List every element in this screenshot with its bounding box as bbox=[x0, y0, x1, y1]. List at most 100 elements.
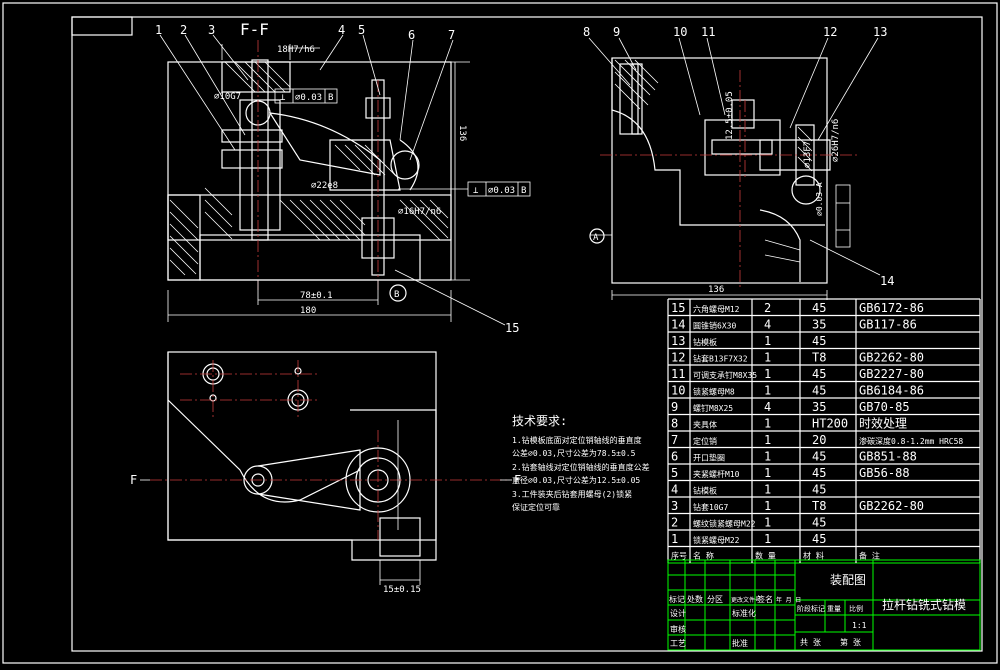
datum-b-circle bbox=[389, 284, 407, 302]
tech-line-1: 1.钻模板底面对定位销轴线的垂直度 bbox=[512, 435, 642, 445]
tech-line-3: 2.钻套轴线对定位销轴线的垂直度公差 bbox=[512, 462, 650, 472]
callout-5: 5 bbox=[358, 23, 365, 37]
front-section-view bbox=[159, 34, 531, 326]
datum-b: B bbox=[394, 290, 399, 300]
callout-12: 12 bbox=[823, 25, 837, 39]
bom-cell-qty: 2 bbox=[764, 301, 771, 315]
part-title: 拉杆钻铣式钻模 bbox=[882, 597, 966, 612]
bom-cell-name: 开口垫圈 bbox=[693, 453, 725, 463]
bom-cell-mat: 45 bbox=[812, 334, 826, 348]
bom-cell-no: 13 bbox=[671, 334, 685, 348]
bom-cell-no: 5 bbox=[671, 466, 678, 480]
bom-header-no: 序号 bbox=[671, 551, 687, 561]
dim-fit-top: 18H7/h6 bbox=[277, 45, 315, 55]
bom-cell-mat: 45 bbox=[812, 516, 826, 530]
bom-cell-std: GB2262-80 bbox=[859, 499, 924, 513]
tb-role-process: 工艺 bbox=[670, 639, 686, 648]
bom-cell-qty: 1 bbox=[764, 499, 771, 513]
bom-cell-std: GB2262-80 bbox=[859, 351, 924, 365]
bom-cell-qty: 1 bbox=[764, 433, 771, 447]
bom-cell-name: 钻模板 bbox=[693, 337, 717, 347]
side-view bbox=[588, 37, 881, 300]
bom-cell-qty: 1 bbox=[764, 532, 771, 546]
drawing-name: 装配图 bbox=[830, 573, 866, 587]
drawing-frame bbox=[71, 16, 983, 652]
dim-dia16: ⌀16H7/n6 bbox=[398, 207, 441, 217]
callout-11: 11 bbox=[701, 25, 715, 39]
bom-cell-name: 钻模板 bbox=[693, 486, 717, 496]
bom-cell-name: 圆锥销6X30 bbox=[693, 321, 736, 331]
bom-cell-qty: 1 bbox=[764, 367, 771, 381]
bom-cell-mat: 45 bbox=[812, 466, 826, 480]
dim-side-125: 12.5±0.05 bbox=[725, 91, 735, 140]
bom-cell-no: 4 bbox=[671, 483, 678, 497]
bom-cell-qty: 4 bbox=[764, 400, 771, 414]
bom-cell-qty: 1 bbox=[764, 450, 771, 464]
tb-stage-1: 阶段标记 bbox=[797, 604, 825, 613]
corner-box bbox=[71, 16, 133, 36]
tol-top-ref: B bbox=[328, 93, 333, 103]
bom-cell-no: 12 bbox=[671, 351, 685, 365]
bom-cell-no: 11 bbox=[671, 367, 685, 381]
bom-cell-qty: 1 bbox=[764, 516, 771, 530]
tb-label-3: 分区 bbox=[707, 595, 723, 604]
view-mark-f-right: F bbox=[514, 473, 521, 487]
bom-cell-std: GB70-85 bbox=[859, 400, 910, 414]
tech-title: 技术要求: bbox=[512, 414, 567, 428]
bom-cell-mat: HT200 bbox=[812, 417, 848, 431]
callout-6: 6 bbox=[408, 28, 415, 42]
datum-a: A bbox=[593, 233, 599, 243]
bom-cell-name: 可调支承钉M8X35 bbox=[693, 370, 757, 380]
dim-side-tol: ⌀0.03 A bbox=[815, 182, 824, 216]
bom-cell-mat: 45 bbox=[812, 384, 826, 398]
bom-cell-std: GB117-86 bbox=[859, 318, 917, 332]
bom-cell-no: 10 bbox=[671, 384, 685, 398]
tech-line-4: 直径⌀0.03,尺寸公差为12.5±0.05 bbox=[512, 475, 640, 485]
tol-top-sym: ⊥ bbox=[280, 93, 286, 103]
bom-cell-name: 螺纹锁紧螺母M22 bbox=[693, 519, 756, 529]
callout-9: 9 bbox=[613, 25, 620, 39]
bom-cell-no: 7 bbox=[671, 433, 678, 447]
bom-cell-qty: 1 bbox=[764, 483, 771, 497]
bom-cell-mat: 45 bbox=[812, 450, 826, 464]
bom-header-name: 名 称 bbox=[693, 551, 714, 561]
dim-w15: 15±0.15 bbox=[383, 585, 421, 595]
tb-role-design: 设计 bbox=[670, 608, 686, 618]
bom-cell-mat: 45 bbox=[812, 301, 826, 315]
tb-stage-3: 比例 bbox=[849, 604, 863, 613]
tech-requirements: 技术要求: 1.钻模板底面对定位销轴线的垂直度 公差⌀0.03,尺寸公差为78.… bbox=[512, 414, 650, 512]
callout-13: 13 bbox=[873, 25, 887, 39]
tb-label-6: 年 月 日 bbox=[776, 596, 801, 604]
callout-8: 8 bbox=[583, 25, 590, 39]
callout-14: 14 bbox=[880, 274, 894, 288]
tol-top-val: ⌀0.03 bbox=[295, 93, 322, 103]
dim-h136: 136 bbox=[457, 125, 467, 141]
callout-1: 1 bbox=[155, 23, 162, 37]
datum-a-circle bbox=[589, 228, 605, 244]
tech-line-2: 公差⌀0.03,尺寸公差为78.5±0.5 bbox=[512, 448, 636, 458]
bom-cell-no: 1 bbox=[671, 532, 678, 546]
bom-cell-no: 3 bbox=[671, 499, 678, 513]
bom-cell-qty: 1 bbox=[764, 334, 771, 348]
dim-w180: 180 bbox=[300, 306, 316, 316]
dim-dia10: ⌀10G7 bbox=[214, 92, 241, 102]
bom-cell-mat: T8 bbox=[812, 351, 826, 365]
tech-line-5: 3.工件装夹后钻套用螺母(2)锁紧 bbox=[512, 489, 632, 499]
tech-line-6: 保证定位可靠 bbox=[512, 502, 560, 512]
bom-cell-name: 钻套10G7 bbox=[693, 502, 728, 512]
bom-cell-mat: 45 bbox=[812, 532, 826, 546]
tb-sheet-no: 第 张 bbox=[840, 637, 861, 647]
bom-cell-qty: 4 bbox=[764, 318, 771, 332]
view-mark-f-left: F bbox=[130, 473, 137, 487]
section-label: F-F bbox=[240, 20, 269, 39]
bom-cell-std: 时效处理 bbox=[859, 416, 907, 431]
tb-scale: 1:1 bbox=[852, 621, 867, 630]
tb-role-review: 审核 bbox=[670, 624, 686, 634]
dim-side-26: ⌀26H7/n6 bbox=[831, 119, 841, 162]
bom-cell-mat: 20 bbox=[812, 433, 826, 447]
bom-cell-qty: 1 bbox=[764, 466, 771, 480]
bom-cell-std: GB6184-86 bbox=[859, 384, 924, 398]
bom-cell-mat: 45 bbox=[812, 483, 826, 497]
